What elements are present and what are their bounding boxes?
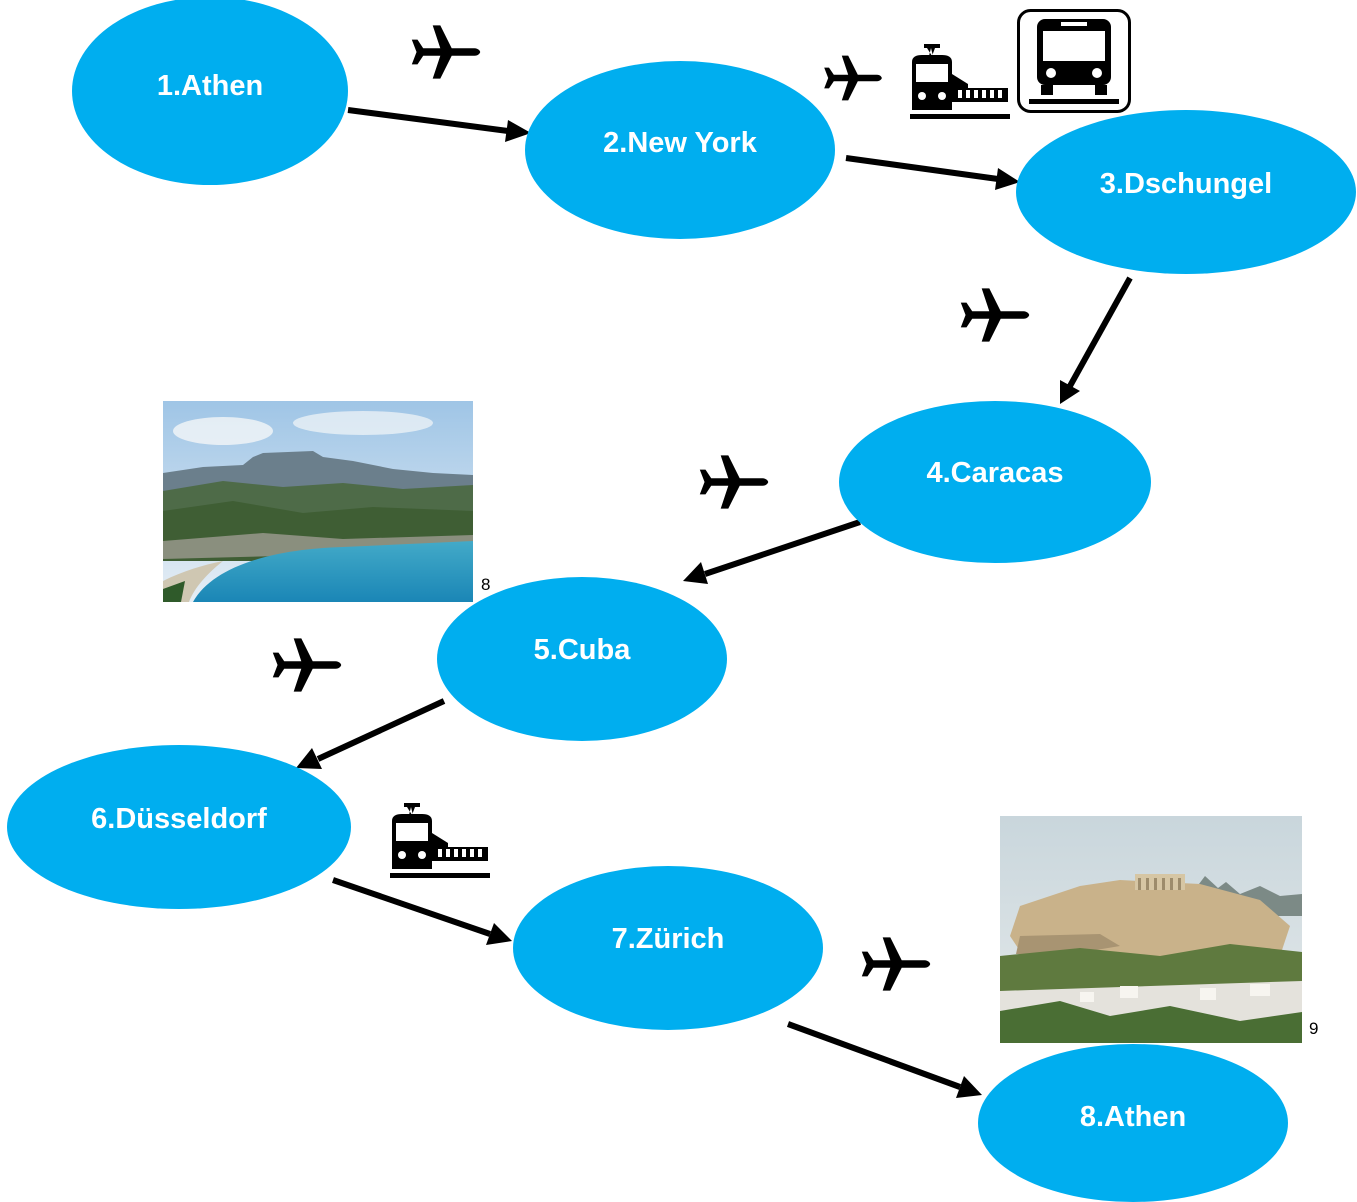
stop-label: 4.Caracas [926,457,1063,489]
bus-icon [1017,9,1131,113]
stop-label: 2.New York [603,127,758,159]
stop-label: 3.Dschungel [1100,168,1272,200]
cuba-photo: 8 [163,401,490,602]
stop-node-8: 8.Athen [978,1044,1288,1202]
stop-node-5: 5.Cuba [437,577,727,741]
arrowhead-caracas-cuba [683,562,708,584]
route-nodes: 1.Athen 2.New York 3.Dschungel 4.Caracas… [7,0,1356,1202]
stop-node-6: 6.Düsseldorf [7,745,351,909]
arrow-athen-newyork [347,107,509,134]
arrowhead-cuba-duesseldorf [296,748,322,769]
stop-label: 8.Athen [1080,1101,1186,1133]
stop-label: 1.Athen [157,70,263,102]
arrow-caracas-cuba [704,519,861,577]
arrow-duesseldorf-zuerich [332,877,491,937]
stop-label: 7.Zürich [612,923,725,955]
arrow-cuba-duesseldorf [316,698,446,762]
stop-label: 6.Düsseldorf [91,803,267,835]
athens-photo: 9 [1000,816,1318,1043]
arrowhead-dschungel-caracas [1060,380,1080,404]
plane-icon [699,455,769,509]
arrowhead-athen-newyork [505,120,531,142]
route-arrows [296,107,1133,1098]
train-icon [910,44,1010,119]
plane-icon [272,638,342,692]
arrow-newyork-dschungel [845,155,999,182]
train-icon [390,803,490,878]
plane-icon [411,25,481,79]
plane-icon [861,937,931,991]
arrow-zuerich-athen [786,1021,962,1090]
stop-node-1: 1.Athen [72,0,348,185]
stop-node-7: 7.Zürich [513,866,823,1030]
plane-icon [824,55,882,101]
arrowhead-newyork-dschungel [995,168,1020,190]
stop-node-4: 4.Caracas [839,401,1151,563]
arrowhead-duesseldorf-zuerich [486,923,512,945]
stop-node-2: 2.New York [525,61,835,239]
plane-icon [960,288,1030,342]
stop-label: 5.Cuba [534,634,632,666]
stop-node-3: 3.Dschungel [1016,110,1356,274]
photo-footnote: 8 [481,575,490,594]
arrowhead-zuerich-athen [956,1076,982,1098]
photo-footnote: 9 [1309,1019,1318,1038]
arrow-dschungel-caracas [1067,276,1133,388]
